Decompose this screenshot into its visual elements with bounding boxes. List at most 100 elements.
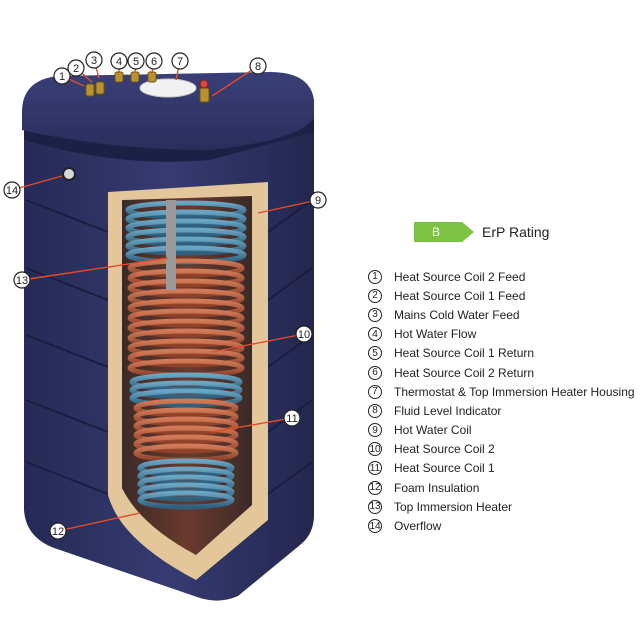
callout-number: 3 [91,55,97,67]
callout-number: 8 [255,61,261,73]
hot-water-coil-loop [125,218,247,238]
callout-number: 2 [73,63,79,75]
coils [125,200,247,510]
legend-label: Fluid Level Indicator [394,403,502,418]
callout-12: 12 [49,512,141,540]
legend-item: 7 Thermostat & Top Immersion Heater Housi… [368,382,635,401]
callout-leader [21,257,169,281]
callout-14: 14 [3,175,63,199]
legend-item: 6 Heat Source Coil 2 Return [368,363,635,382]
legend-item: 12 Foam Insulation [368,478,635,497]
callout-11: 11 [211,409,301,433]
callout-number: 5 [133,56,139,68]
legend-number: 4 [368,327,382,342]
hot-water-coil-loop [129,388,243,408]
legend-label: Mains Cold Water Feed [394,307,520,322]
legend-item: 2 Heat Source Coil 1 Feed [368,286,635,305]
callout-number: 7 [177,56,183,68]
legend-item: 10 Heat Source Coil 2 [368,440,635,459]
legend-number: 10 [368,442,382,457]
legend-number: 14 [368,519,382,534]
legend-number: 13 [368,499,382,514]
hot-water-coil-loop [129,380,243,400]
callout-8: 8 [211,57,267,97]
legend-label: Hot Water Flow [394,327,477,342]
hot-water-coil-loop [137,482,235,502]
legend-label: Overflow [394,519,442,534]
heat-source-coil-2-loop [127,298,245,318]
heat-source-coil-1-loop [133,416,239,436]
legend-label: Thermostat & Top Immersion Heater Housin… [394,384,635,399]
legend-label: Hot Water Coil [394,423,472,438]
heat-source-coil-2-loop [127,318,245,338]
callout-number: 9 [315,195,321,207]
erp-rating-label: ErP Rating [482,224,550,240]
callout-leader [11,175,63,191]
callout-10: 10 [211,325,313,353]
callout-marker [249,57,267,75]
callout-leader [257,199,319,214]
heat-source-coil-1-loop [133,434,239,454]
legend-label: Foam Insulation [394,480,480,495]
legend-number: 2 [368,288,382,303]
heat-source-coil-1-loop [133,425,239,445]
legend-item: 13 Top Immersion Heater [368,497,635,516]
overflow-port [62,167,76,181]
hot-water-coil-loop [125,209,247,229]
legend-item: 14 Overflow [368,516,635,535]
callout-marker [171,52,189,70]
immersion-heater [166,200,176,290]
callout-marker [309,191,327,209]
legend-number: 11 [368,461,382,476]
legend-number: 12 [368,480,382,495]
legend-label: Heat Source Coil 2 Return [394,365,535,380]
hot-water-coil-loop [125,236,247,256]
callout-marker [49,522,67,540]
erp-rating-badge: B [414,222,474,242]
legend-number: 6 [368,365,382,380]
heat-source-coil-2-loop [127,288,245,308]
hot-water-coil-loop [125,227,247,247]
callout-number: 6 [151,56,157,68]
callout-6: 6 [145,52,163,74]
heat-source-coil-1-loop [133,407,239,427]
callout-2: 2 [67,59,93,83]
legend-number: 1 [368,269,382,284]
heat-source-coil-2-loop [127,338,245,358]
callout-marker [283,409,301,427]
callout-number: 13 [16,275,28,287]
callout-7: 7 [171,52,189,81]
heat-source-coil-1-loop [133,398,239,418]
heat-source-coil-2-loop [127,268,245,288]
callout-leader [57,512,141,532]
legend-label: Top Immersion Heater [394,499,513,514]
heat-source-coil-2-loop [127,328,245,348]
cylinder-lid [22,72,314,150]
legend-number: 7 [368,384,382,399]
legend-number: 5 [368,346,382,361]
hot-water-coil-loop [125,200,247,220]
callout-number: 1 [59,71,65,83]
legend-item: 4 Hot Water Flow [368,325,635,344]
callout-leader [211,65,259,97]
legend-item: 1 Heat Source Coil 2 Feed [368,267,635,286]
hot-water-coil-loop [137,490,235,510]
callout-4: 4 [110,52,128,73]
legend-label: Heat Source Coil 2 [394,442,495,457]
legend-label: Heat Source Coil 1 Feed [394,288,526,303]
callout-marker [13,271,31,289]
callout-leader [211,417,293,433]
callout-marker [67,59,85,77]
callout-marker [145,52,163,70]
callout-number: 11 [286,413,297,425]
callout-marker [127,52,145,70]
callout-leader [211,333,305,353]
heat-source-coil-2-loop [127,258,245,278]
legend-label: Heat Source Coil 2 Feed [394,269,526,284]
erp-rating: B ErP Rating [414,222,549,242]
